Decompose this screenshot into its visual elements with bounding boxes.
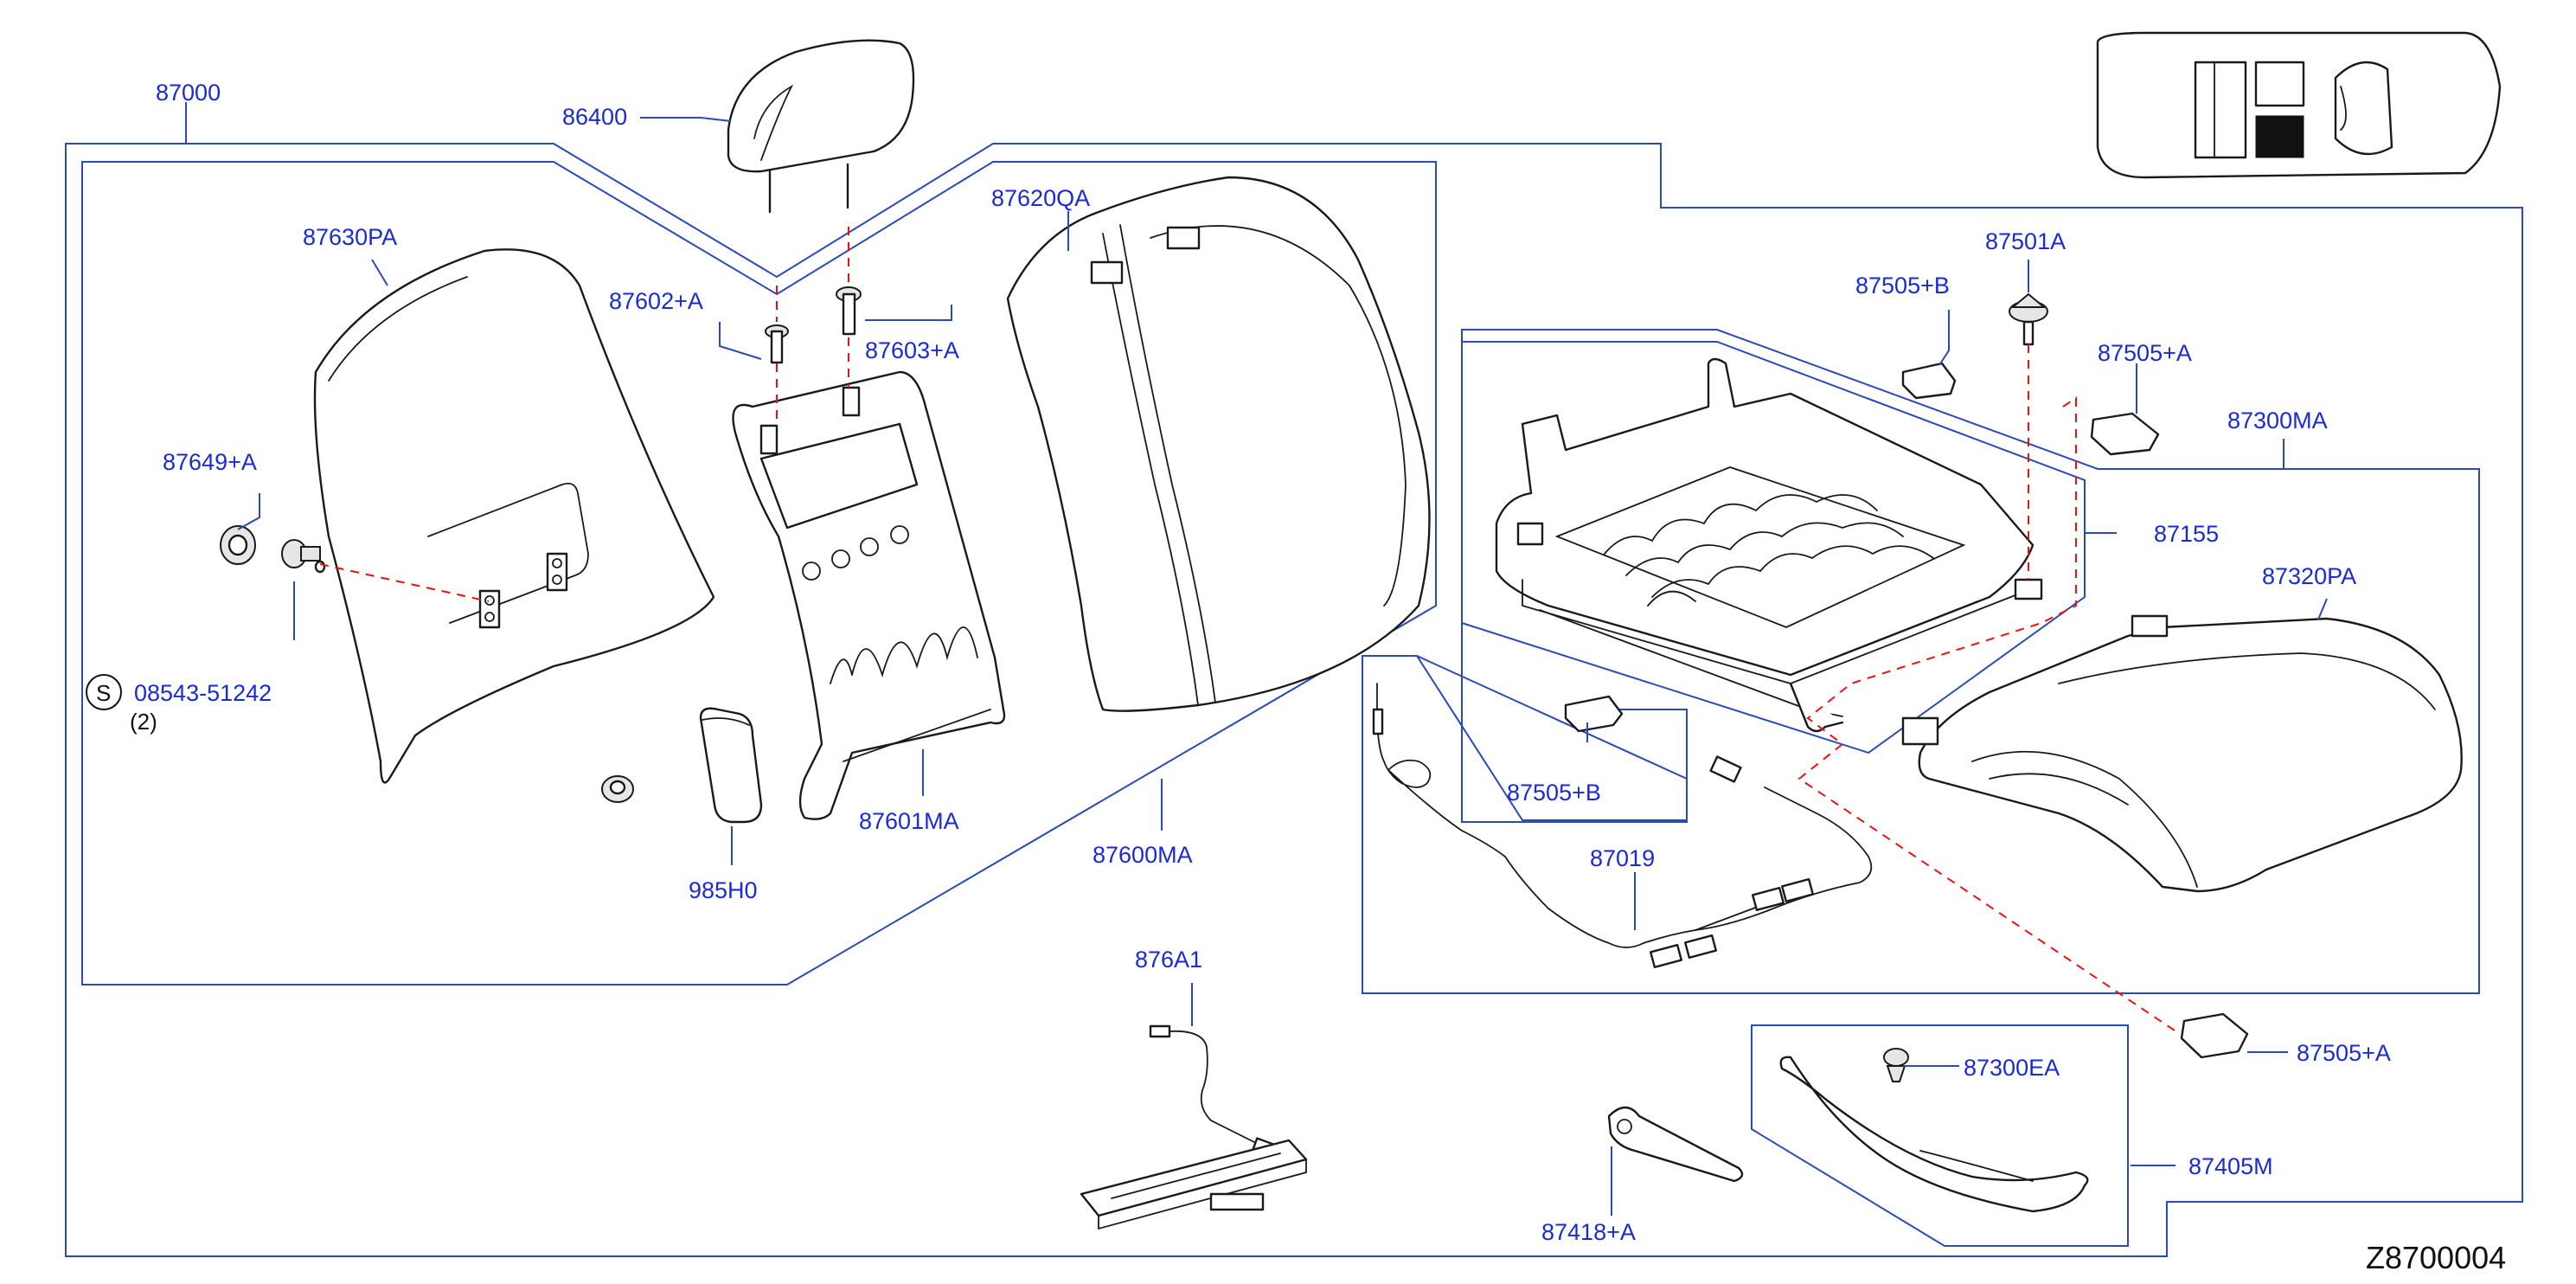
cover-finisher-box <box>1751 1024 2129 1247</box>
label-876a1: 876A1 <box>1135 947 1202 973</box>
screw-symbol-letter: S <box>96 680 111 706</box>
label-87405m: 87405M <box>2188 1153 2273 1179</box>
side-airbag-module-part <box>699 707 763 824</box>
clip-87505a-bot-part <box>2180 1012 2249 1059</box>
outer-assembly-frame <box>65 143 2523 1257</box>
label-87155: 87155 <box>2154 521 2219 547</box>
label-08543-51242: 08543-51242 <box>134 680 272 706</box>
label-87300ma: 87300MA <box>2227 408 2328 433</box>
clip-87505b-mid-part <box>1564 695 1624 733</box>
label-87505b-mid: 87505+B <box>1507 780 1601 806</box>
cushion-frame-box <box>1461 341 2086 754</box>
cushion-assembly-frame <box>1362 329 2480 994</box>
label-87501a: 87501A <box>1985 228 2066 254</box>
recliner-lever-part <box>1607 1106 1744 1183</box>
label-87320pa: 87320PA <box>2262 563 2356 589</box>
harness-876a1-part <box>1149 1024 1281 1159</box>
harness-box <box>1362 655 1688 821</box>
side-finisher-part <box>1779 1048 2089 1213</box>
label-quantity: (2) <box>130 709 157 735</box>
seat-cushion-part <box>1901 614 2463 893</box>
seatback-frame <box>81 161 1437 985</box>
label-87603a: 87603+A <box>865 337 959 363</box>
label-87505a-bot: 87505+A <box>2297 1040 2391 1066</box>
bolt-part <box>2009 292 2048 346</box>
label-87630pa: 87630PA <box>303 224 397 250</box>
headrest-guide-left-part <box>765 324 789 364</box>
headrest-part <box>727 39 915 214</box>
label-86400: 86400 <box>562 104 627 130</box>
label-87600ma: 87600MA <box>1093 842 1193 868</box>
label-87602a: 87602+A <box>609 288 703 314</box>
label-87649a: 87649+A <box>163 449 257 475</box>
clip-87505a-top-part <box>2090 412 2160 456</box>
label-87620qa: 87620QA <box>991 185 1090 211</box>
seatback-cover-part <box>1006 176 1431 712</box>
label-87418a: 87418+A <box>1541 1219 1636 1245</box>
leader-lines <box>185 102 2328 1216</box>
headrest-guide-right-part <box>836 286 862 336</box>
label-87601ma: 87601MA <box>859 808 959 834</box>
label-87505a-top: 87505+A <box>2098 340 2192 366</box>
seatback-frame-part <box>732 370 1006 820</box>
screw-part <box>281 539 326 574</box>
seatback-back-panel-part <box>313 248 715 784</box>
wire-harness-part <box>1372 683 1873 969</box>
label-87505b-top: 87505+B <box>1855 273 1950 299</box>
vehicle-locator-icon <box>2096 31 2502 179</box>
diagram-reference-id: Z8700004 <box>2366 1240 2506 1275</box>
label-87300ea: 87300EA <box>1964 1055 2060 1081</box>
control-unit-part <box>1080 1139 1308 1230</box>
label-985h0: 985H0 <box>689 877 758 903</box>
clip-87505b-top-part <box>1901 362 1957 400</box>
label-87000: 87000 <box>156 80 221 106</box>
screw-symbol-badge: S <box>86 674 122 710</box>
nut-part <box>601 775 634 803</box>
assembly-dash-lines <box>319 227 2181 1035</box>
label-87019: 87019 <box>1590 845 1655 871</box>
grommet-part <box>220 525 256 565</box>
seat-cushion-frame-part <box>1495 357 2043 733</box>
